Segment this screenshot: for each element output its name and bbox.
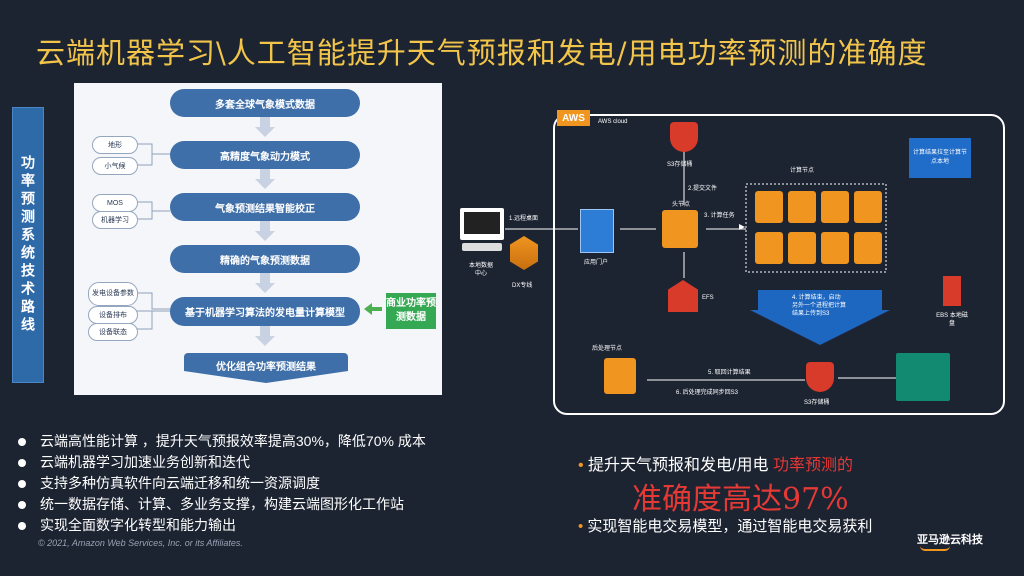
aws-logo: AWS <box>557 110 590 126</box>
flowchart-panel: 多套全球气象模式数据 高精度气象动力模式 气象预测结果智能校正 精确的气象预测数… <box>74 83 442 395</box>
compute-node-icon <box>821 232 849 264</box>
accuracy-claim: 准确度高达97% <box>632 482 849 517</box>
aws-cloud-frame <box>553 114 1005 415</box>
compute-note-box: 计算结果拉至计算节点本地 <box>909 138 971 178</box>
input-pill: 发电设备参数 <box>88 282 138 306</box>
compute-node-icon <box>788 232 816 264</box>
step1-label: 1.远程桌面 <box>509 216 539 222</box>
bullet-item: 支持多种仿真软件向云端迁移和统一资源调度 <box>18 473 426 494</box>
head-node-icon <box>662 210 698 248</box>
step5-label: 5. 取回计算结果 <box>708 370 751 376</box>
step4-label: 4. 计算结束，启动另外一个进程把计算结果上传到S3 <box>792 295 847 317</box>
portal-icon <box>580 209 614 253</box>
side-label: 功率预测系统技术路线 <box>12 107 44 383</box>
s3-bottom-label: S3存储桶 <box>804 400 830 406</box>
ml-service-icon <box>896 353 950 401</box>
flow-step: 高精度气象动力模式 <box>170 141 360 169</box>
step6-label: 6. 后处理完成同步回S3 <box>676 390 739 396</box>
compute-node-icon <box>854 232 882 264</box>
brand-logo: 亚马逊云科技 <box>917 534 983 546</box>
keyboard-icon <box>462 243 502 251</box>
compute-node-icon <box>788 191 816 223</box>
input-pill: 设备联态 <box>88 323 138 341</box>
flow-step: 气象预测结果智能校正 <box>170 193 360 221</box>
input-pill: 机器学习 <box>92 211 138 229</box>
compute-node-icon <box>821 191 849 223</box>
flow-step: 精确的气象预测数据 <box>170 245 360 273</box>
direct-connect-icon <box>510 236 538 270</box>
portal-label: 应用门户 <box>584 260 609 266</box>
business-data-box: 商业功率预测数据 <box>386 293 436 329</box>
aws-cloud-label: AWS cloud <box>598 119 628 125</box>
input-pill: 小气候 <box>92 157 138 175</box>
post-nodes-label: 后处理节点 <box>592 346 623 352</box>
flow-step: 多套全球气象模式数据 <box>170 89 360 117</box>
bullet-item: 云端高性能计算 ，提升天气预报效率提高30%，降低70% 成本 <box>18 431 426 452</box>
post-node-icon <box>604 358 636 394</box>
page-title: 云端机器学习\人工智能提升天气预报和发电/用电功率预测的准确度 <box>36 36 928 70</box>
claim-line-1: • 提升天气预报和发电/用电 功率预测的 <box>578 457 853 474</box>
head-node-label: 头节点 <box>672 202 691 208</box>
compute-node-icon <box>854 191 882 223</box>
input-pill: 地形 <box>92 136 138 154</box>
compute-node-icon <box>755 232 783 264</box>
desktop-icon <box>460 208 504 240</box>
efs-label: EFS <box>702 295 714 301</box>
copyright: © 2021, Amazon Web Services, Inc. or its… <box>38 538 243 548</box>
bullet-item: 云端机器学习加速业务创新和迭代 <box>18 452 426 473</box>
s3-bucket-icon <box>670 122 698 152</box>
ebs-icon <box>943 276 961 306</box>
compute-node-icon <box>755 191 783 223</box>
s3-top-label: S3存储桶 <box>667 162 693 168</box>
step3-label: 3. 计算任务 <box>704 213 735 219</box>
step2-label: 2.提交文件 <box>688 186 718 192</box>
bullet-item: 实现全面数字化转型和能力输出 <box>18 515 426 536</box>
flow-step: 基于机器学习算法的发电量计算模型 <box>170 297 360 326</box>
flowchart-connectors <box>136 117 382 346</box>
bullet-item: 统一数据存储、计算、多业务支撑，构建云端图形化工作站 <box>18 494 426 515</box>
bullet-list: 云端高性能计算 ，提升天气预报效率提高30%，降低70% 成本 云端机器学习加速… <box>18 431 426 536</box>
dx-label: DX专线 <box>512 283 533 289</box>
compute-nodes-label: 计算节点 <box>790 168 815 174</box>
claim-line-3: • 实现智能电交易模型，通过智能电交易获利 <box>578 518 873 535</box>
brand-smile-icon <box>920 546 950 551</box>
local-dc-label: 本地数据中心 <box>468 263 493 277</box>
s3-bucket-icon <box>806 362 834 392</box>
ebs-label: EBS 本地磁盘 <box>936 313 968 327</box>
